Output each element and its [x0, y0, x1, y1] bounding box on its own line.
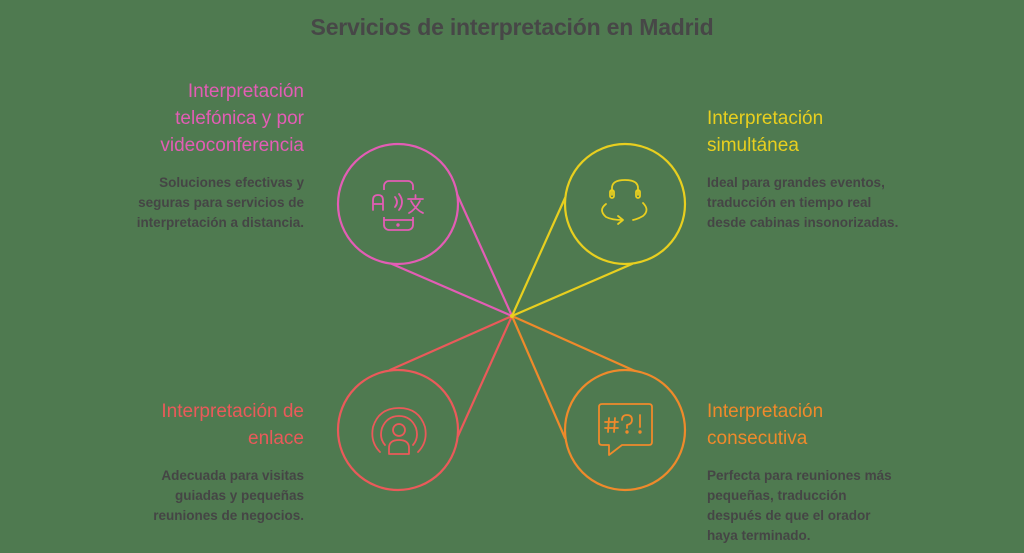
item-simultanea: Interpretación simultánea Ideal para gra…	[707, 105, 1007, 233]
item-title: Interpretación de enlace	[44, 398, 304, 452]
item-description: Soluciones efectivas y seguras para serv…	[44, 173, 304, 233]
desc-line: guiadas y pequeñas	[174, 488, 304, 503]
node-circle-simultanea	[563, 142, 687, 266]
title-line: simultánea	[707, 135, 799, 156]
connector-line	[510, 314, 637, 373]
desc-line: seguras para servicios de	[138, 195, 304, 210]
connector-line	[456, 314, 514, 438]
title-line: Interpretación de	[161, 401, 304, 422]
title-line: Interpretación	[707, 108, 824, 129]
desc-line: Perfecta para reuniones más	[707, 468, 892, 483]
speech-bubble-symbols-icon	[598, 403, 653, 456]
desc-line: Ideal para grandes eventos,	[707, 175, 885, 190]
item-title: Interpretación consecutiva	[707, 398, 1007, 452]
title-line: videoconferencia	[160, 135, 304, 156]
node-telefonica	[336, 142, 514, 318]
headphones-rotate-icon	[601, 179, 648, 225]
hub-point	[510, 314, 514, 318]
desc-line: reuniones de negocios.	[153, 508, 304, 523]
desc-line: interpretación a distancia.	[136, 215, 304, 230]
page-title: Servicios de interpretación en Madrid	[310, 14, 714, 40]
node-simultanea	[510, 142, 687, 318]
item-telefonica: Interpretación telefónica y por videocon…	[44, 78, 304, 233]
desc-line: Adecuada para visitas	[161, 468, 304, 483]
connector-line	[455, 192, 514, 318]
connector-line	[390, 262, 514, 318]
item-consecutiva: Interpretación consecutiva Perfecta para…	[707, 398, 1007, 546]
item-description: Ideal para grandes eventos, traducción e…	[707, 173, 1007, 233]
desc-line: haya terminado.	[707, 528, 811, 543]
node-circle-telefonica	[336, 142, 460, 266]
item-description: Adecuada para visitas guiadas y pequeñas…	[44, 466, 304, 526]
title-line: Interpretación	[187, 81, 304, 102]
desc-line: Soluciones efectivas y	[159, 175, 304, 190]
title-line: enlace	[248, 428, 304, 449]
item-enlace: Interpretación de enlace Adecuada para v…	[44, 398, 304, 526]
item-title: Interpretación telefónica y por videocon…	[44, 78, 304, 159]
title-line: Interpretación	[707, 401, 824, 422]
phone-translate-icon	[372, 180, 424, 231]
desc-line: pequeñas, traducción	[707, 488, 847, 503]
connector-line	[510, 196, 567, 318]
connector-line	[510, 314, 567, 440]
desc-line: después de que el orador	[707, 508, 871, 523]
connector-line	[388, 314, 514, 372]
title-line: consecutiva	[707, 428, 808, 449]
node-enlace	[336, 314, 514, 492]
node-consecutiva	[510, 314, 687, 492]
item-description: Perfecta para reuniones más pequeñas, tr…	[707, 466, 1007, 546]
connector-line	[510, 262, 634, 318]
desc-line: desde cabinas insonorizadas.	[707, 215, 899, 230]
item-title: Interpretación simultánea	[707, 105, 1007, 159]
title-line: telefónica y por	[175, 108, 304, 129]
node-circle-consecutiva	[563, 368, 687, 492]
broadcast-person-icon	[371, 407, 427, 455]
desc-line: traducción en tiempo real	[707, 195, 872, 210]
node-circle-enlace	[336, 368, 460, 492]
